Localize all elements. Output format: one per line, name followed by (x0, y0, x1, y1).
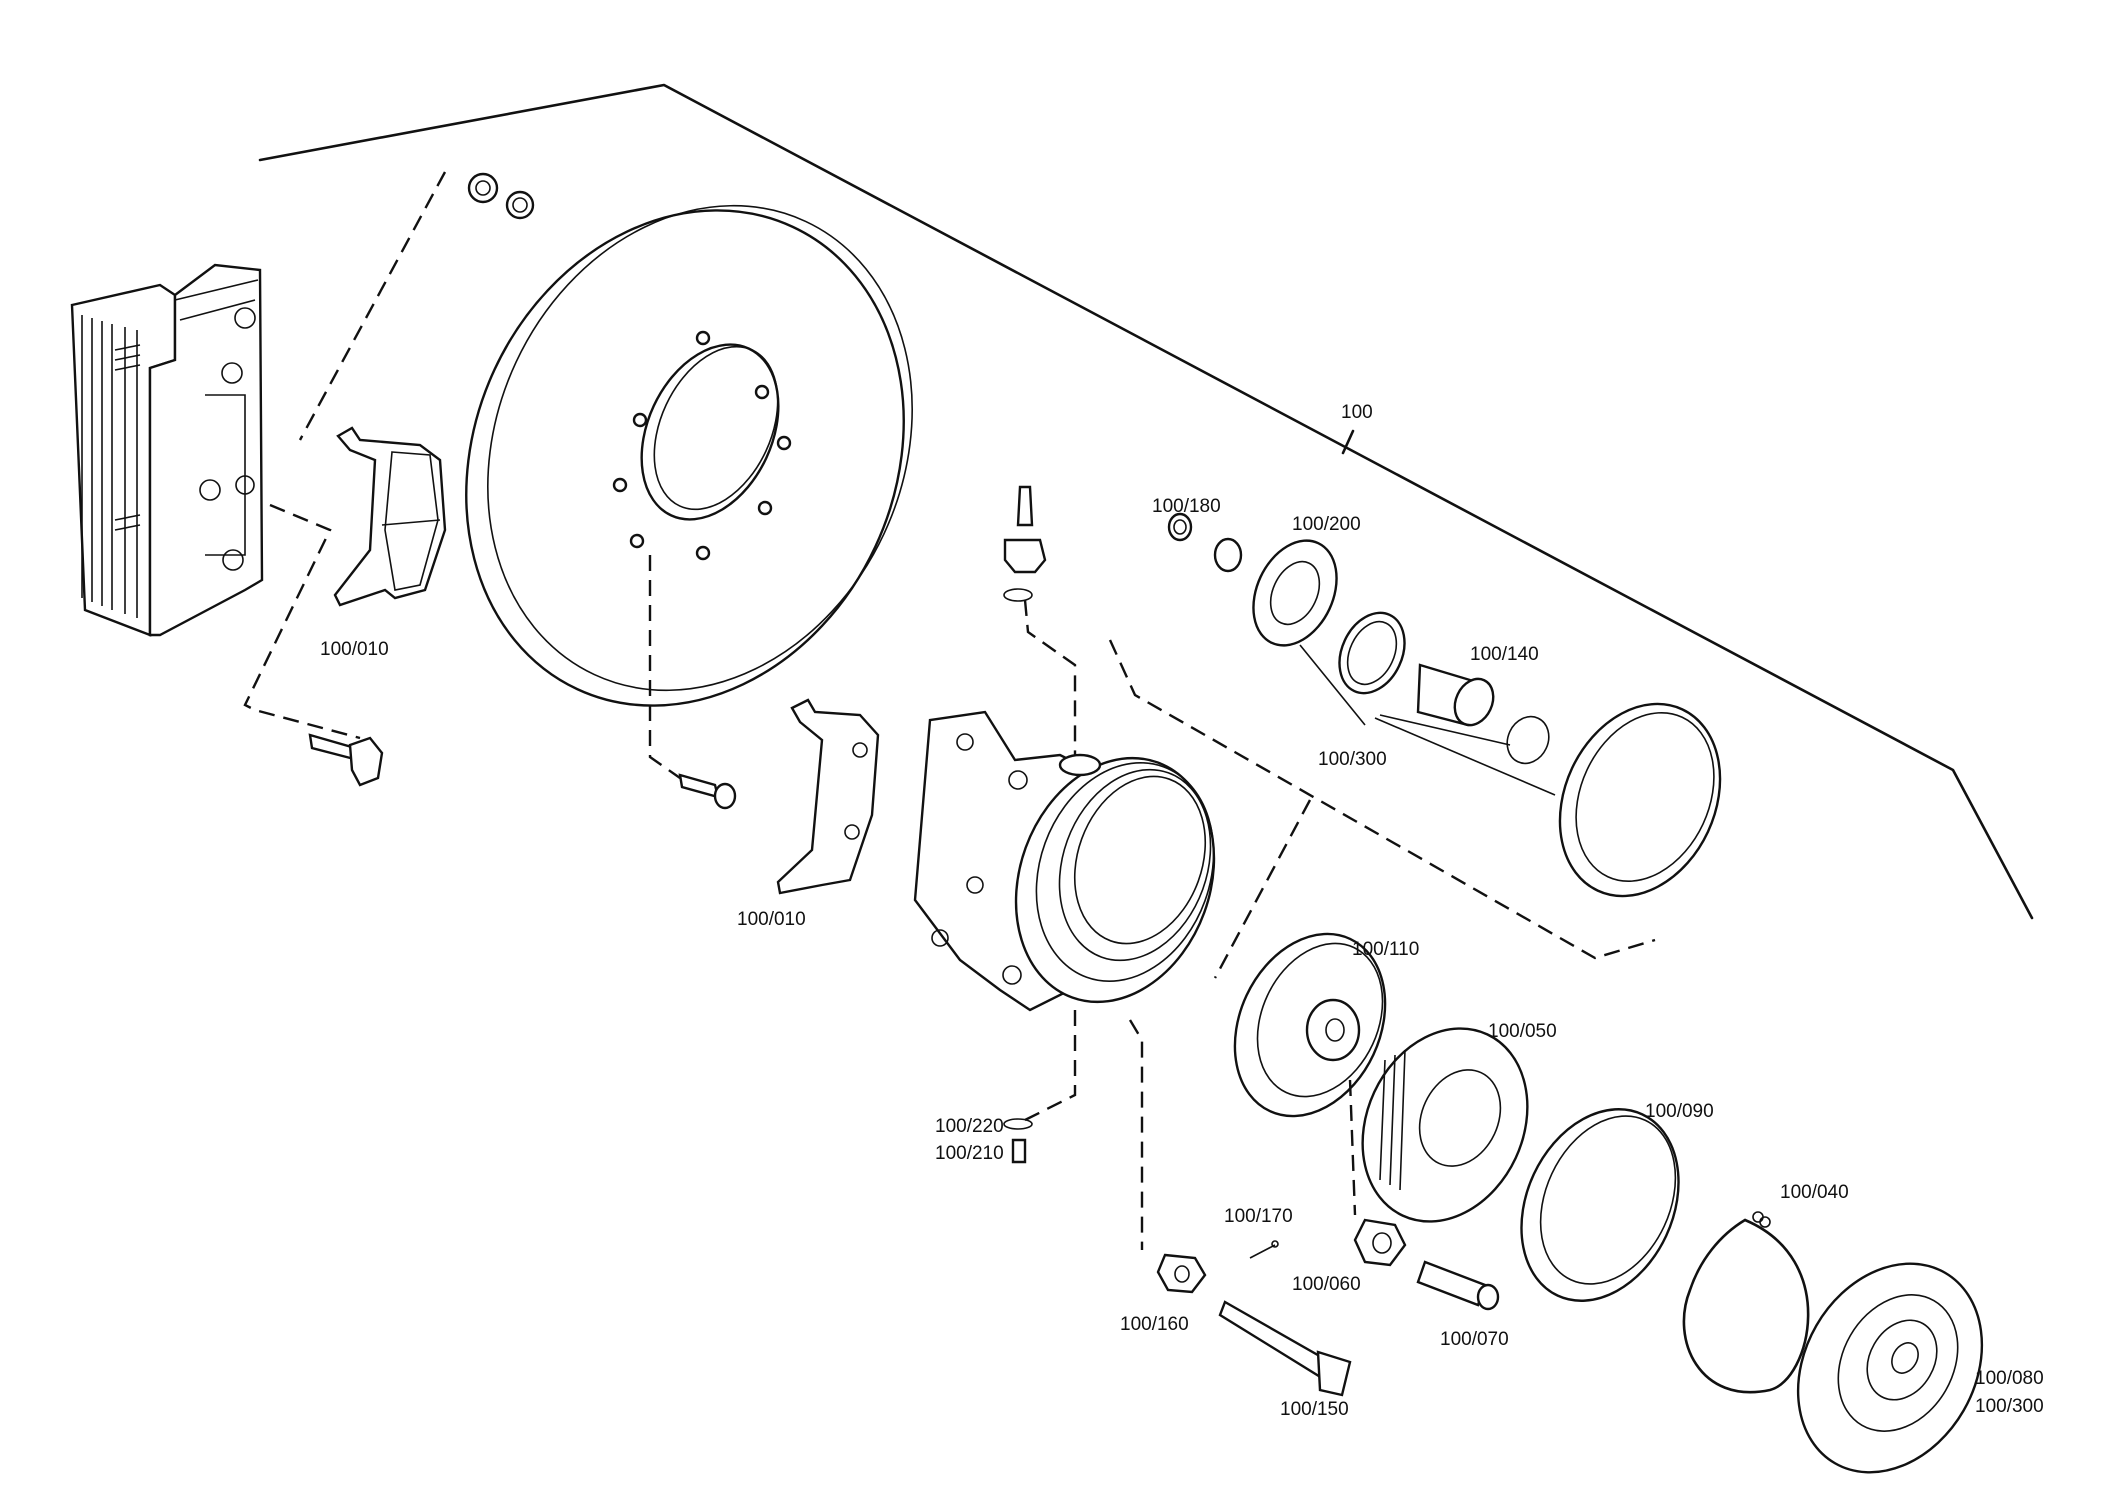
piston-cup (1233, 932, 1387, 1118)
callout-100-300-lower: 100/300 (1975, 1396, 2044, 1417)
end-cover (1796, 1262, 1984, 1474)
circlip (1682, 1211, 1810, 1394)
callout-100-080: 100/080 (1975, 1368, 2044, 1389)
callout-100-010-left: 100/010 (320, 639, 389, 660)
outer-ring (1520, 1108, 1680, 1302)
threaded-ring (1361, 1027, 1529, 1223)
callout-100-170: 100/170 (1224, 1206, 1293, 1227)
hex-bolt-left (308, 733, 384, 787)
callout-labels: 100 100/010 100/010 100/180 100/200 100/… (320, 402, 2044, 1420)
callout-100-070: 100/070 (1440, 1329, 1509, 1350)
callout-100-300-upper: 100/300 (1318, 749, 1387, 770)
assembly-bracket (258, 83, 2034, 920)
caliper-body (913, 710, 1216, 1012)
callout-100-180: 100/180 (1152, 496, 1221, 517)
disc-bolt (678, 773, 737, 810)
brake-pad-right (776, 698, 880, 895)
callout-100-060: 100/060 (1292, 1274, 1361, 1295)
seal-group (1167, 512, 1722, 898)
small-rings (467, 172, 535, 220)
callout-100-110: 100/110 (1352, 939, 1419, 960)
callout-100-090: 100/090 (1645, 1101, 1714, 1122)
callout-100-040: 100/040 (1780, 1182, 1849, 1203)
callout-100-010-right: 100/010 (737, 909, 806, 930)
callout-100-150: 100/150 (1280, 1399, 1349, 1420)
hardware-parts (1003, 1118, 1500, 1397)
callout-100-220: 100/220 (935, 1116, 1004, 1137)
brake-pad-left (333, 426, 447, 607)
callout-100: 100 (1341, 402, 1373, 423)
callout-100-200: 100/200 (1292, 514, 1361, 535)
callout-100-210: 100/210 (935, 1143, 1004, 1164)
callout-100-050: 100/050 (1488, 1021, 1557, 1042)
assembly-paths (243, 171, 1656, 1250)
callout-100-140: 100/140 (1470, 644, 1539, 665)
caliper-housing (70, 263, 264, 637)
bleed-valve (1003, 485, 1047, 602)
brake-disc (465, 204, 913, 707)
callout-100-160: 100/160 (1120, 1314, 1189, 1335)
